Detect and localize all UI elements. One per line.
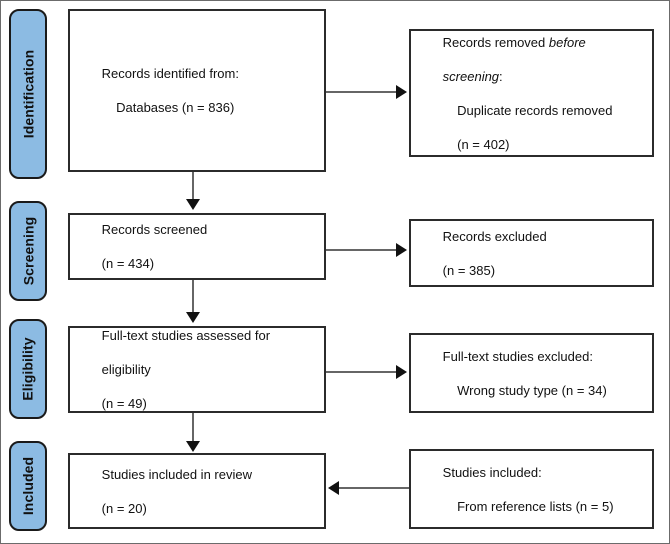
records-removed-line1-italic: before — [548, 34, 586, 50]
connector-line — [192, 172, 194, 203]
box-records-screened-text: Records screened (n = 434) — [70, 204, 217, 289]
stage-tab-label: Eligibility — [20, 337, 37, 401]
box-records-identified-text: Records identified from: Databases (n = … — [70, 48, 249, 133]
arrow-right-icon — [396, 85, 407, 99]
box-fulltext-assessed-text: Full-text studies assessed for eligibili… — [70, 310, 280, 429]
stage-tab-label: Included — [20, 456, 37, 516]
fulltext-assessed-line1: Full-text studies assessed for — [101, 328, 271, 343]
records-removed-line1-pre: Records removed — [442, 34, 549, 50]
box-records-removed: Records removed before screening: Duplic… — [409, 29, 654, 157]
arrow-down-icon — [186, 312, 200, 323]
records-screened-line1: Records screened — [101, 222, 208, 237]
box-studies-included-text: Studies included in review (n = 20) — [70, 449, 262, 534]
stage-tab-label: Identification — [20, 49, 37, 139]
connector-line — [192, 413, 194, 444]
connector-line — [326, 249, 398, 251]
arrow-down-icon — [186, 441, 200, 452]
box-studies-included-refs-text: Studies included: From reference lists (… — [411, 447, 624, 532]
box-records-excluded-text: Records excluded (n = 385) — [411, 211, 557, 296]
box-studies-included: Studies included in review (n = 20) — [68, 453, 326, 529]
studies-included-line1: Studies included in review — [101, 466, 252, 482]
box-records-removed-text: Records removed before screening: Duplic… — [411, 17, 622, 170]
records-screened-line2: (n = 434) — [101, 256, 155, 271]
box-records-excluded: Records excluded (n = 385) — [409, 219, 654, 287]
records-excluded-line1: Records excluded — [442, 228, 547, 244]
connector-line — [192, 280, 194, 316]
records-excluded-line2: (n = 385) — [442, 262, 496, 278]
arrow-down-icon — [186, 199, 200, 210]
records-identified-line1: Records identified from: — [101, 66, 239, 81]
records-removed-line2-italic: screening — [442, 68, 500, 84]
stage-tab-eligibility: Eligibility — [9, 319, 47, 419]
connector-line — [339, 487, 409, 489]
stage-tab-screening: Screening — [9, 201, 47, 301]
arrow-right-icon — [396, 365, 407, 379]
box-records-identified: Records identified from: Databases (n = … — [68, 9, 326, 172]
box-fulltext-assessed: Full-text studies assessed for eligibili… — [68, 326, 326, 413]
arrow-right-icon — [396, 243, 407, 257]
records-removed-line4: (n = 402) — [442, 136, 510, 152]
box-fulltext-excluded-text: Full-text studies excluded: Wrong study … — [411, 331, 617, 416]
records-identified-line2: Databases (n = 836) — [101, 100, 235, 115]
box-studies-included-refs: Studies included: From reference lists (… — [409, 449, 654, 529]
fulltext-excluded-line1: Full-text studies excluded: — [442, 348, 593, 364]
box-fulltext-excluded: Full-text studies excluded: Wrong study … — [409, 333, 654, 413]
stage-tab-label: Screening — [20, 216, 36, 286]
stage-tab-identification: Identification — [9, 9, 47, 179]
stage-tab-included: Included — [9, 441, 47, 531]
fulltext-excluded-line2: Wrong study type (n = 34) — [442, 382, 607, 398]
arrow-left-icon — [328, 481, 339, 495]
records-removed-line3: Duplicate records removed — [442, 102, 613, 118]
studies-included-refs-line2: From reference lists (n = 5) — [442, 498, 614, 514]
box-records-screened: Records screened (n = 434) — [68, 213, 326, 280]
studies-included-refs-line1: Studies included: — [442, 464, 542, 480]
records-removed-line2-post: : — [499, 68, 503, 84]
fulltext-assessed-line3: (n = 49) — [101, 396, 147, 411]
connector-line — [326, 371, 398, 373]
studies-included-line2: (n = 20) — [101, 500, 147, 516]
connector-line — [326, 91, 398, 93]
fulltext-assessed-line2: eligibility — [101, 362, 151, 377]
